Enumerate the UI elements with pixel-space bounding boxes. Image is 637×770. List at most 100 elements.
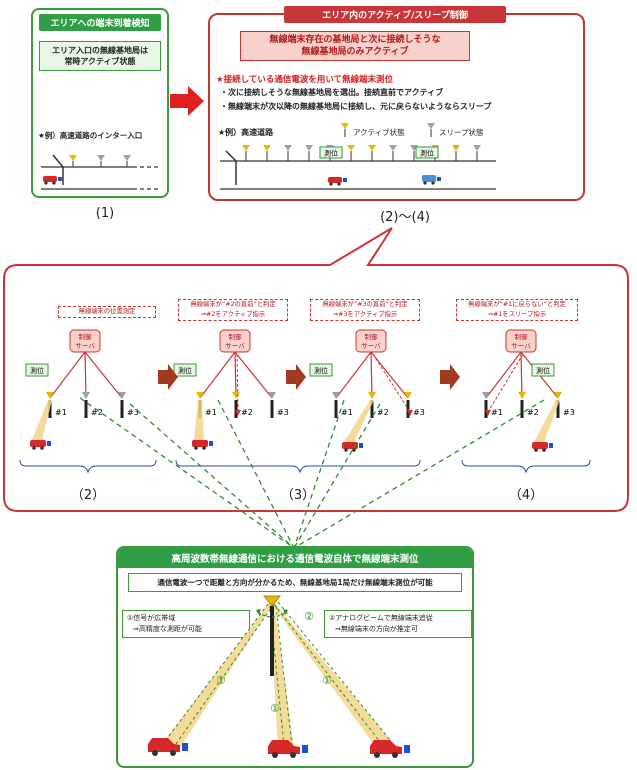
circled-1-center: ① [270, 702, 280, 715]
station-active-icon [347, 145, 355, 161]
access-point-label-3: #3 [127, 408, 139, 417]
bottom-subtitle: 通信電波一つで距離と方向が分かるため、無線基地局1局だけ無線端末測位が可能 [128, 573, 462, 592]
panel2-measure-label-1: 測位 [324, 149, 338, 158]
panel1-car-icon [43, 176, 62, 185]
bottom-right-line2: ⇒無線端末の方向が推定可 [335, 625, 418, 633]
bottom-beam-diagram: ① ① ① ② [148, 595, 410, 758]
command-arrowhead [407, 410, 413, 416]
panel1-road-diagram [41, 154, 159, 190]
measure-box [531, 363, 555, 377]
panel2-measure-box-2 [415, 146, 439, 159]
measure-label: 測位 [314, 366, 328, 375]
circled-2: ② [304, 610, 314, 623]
panel-positioning: 高周波数帯無線通信における通信電波自体で無線端末測位 通信電波一つで距離と方向が… [116, 546, 474, 768]
beam-steer-arc [257, 611, 287, 618]
control-server-label-2: サーバ [225, 342, 245, 350]
station-sleep-icon [389, 145, 397, 161]
station-active-icon [518, 392, 526, 399]
measure-box [173, 363, 197, 377]
panel2-bullet2: ・無線端末が次以降の無線基地局に接続し、元に戻らないようならスリープ [220, 102, 492, 111]
server-link-line [49, 351, 86, 399]
control-server-label-1: 制御 [365, 332, 379, 341]
car-icon [30, 440, 51, 450]
control-server-label-1: 制御 [229, 332, 243, 341]
steps-diagram: 制御サーバ#1#2#3測位制御サーバ#1#2#3測位制御サーバ#1#2#3測位制… [19, 329, 591, 474]
station-sleep-icon [82, 392, 90, 399]
car-icon [192, 440, 213, 450]
step-arrow-icon-1 [158, 364, 178, 390]
station-active-icon [263, 145, 271, 161]
station-active-icon [46, 392, 54, 399]
access-point-label-1: #1 [55, 408, 67, 417]
step4-note-line2: ⇒#1をスリープ指示 [487, 311, 547, 318]
server-link-line [84, 351, 87, 399]
panel1-note-line1: エリア入口の無線基地局は [52, 46, 148, 55]
bottom-antenna-icon [262, 595, 282, 607]
step3-note-line2: ⇒#3をアクティブ指示 [332, 311, 398, 318]
legend-active-icon [341, 123, 349, 137]
legend-active-label: アクティブ状態 [353, 128, 405, 137]
legend-sleep-icon [427, 123, 435, 137]
step-arrow-icon-2 [286, 364, 306, 390]
step2-note-line2: ⇒#2をアクティブ指示 [200, 311, 266, 318]
bottom-left-line2: ⇒高精度な測距が可能 [133, 625, 202, 633]
measure-label: 測位 [30, 366, 44, 375]
step-arrow-icon-3 [440, 364, 460, 390]
panel2-heading-line2: 無線基地局のみアクティブ [301, 47, 409, 57]
panel1-note-line2: 常時アクティブ状態 [64, 57, 136, 66]
server-link-line [485, 351, 522, 399]
circled-1-left: ① [216, 674, 226, 687]
brace-step3 [175, 459, 421, 474]
station-active-icon [196, 392, 204, 399]
step2-caption: （2） [70, 488, 106, 503]
panel2-bullet1: ・次に接続しそうな無線基地局を選出。接続直前でアクティブ [220, 88, 444, 97]
access-point-label-2: #2 [377, 408, 389, 417]
station-active-icon [232, 392, 240, 399]
station-active-icon [554, 392, 562, 399]
station-sleep-icon [332, 392, 340, 399]
access-point-label-3: #3 [563, 408, 575, 417]
panel2-star-line: ★接続している通信電波を用いて無線端末測位 [216, 75, 394, 85]
control-server-label-1: 制御 [79, 332, 93, 341]
step3-note: 無線端末が“#3の直前”と判定 ⇒#3をアクティブ指示 [310, 299, 420, 321]
panel1-station-sleep-2 [123, 155, 131, 167]
right-arrow-icon [170, 86, 204, 116]
server-link-line [199, 351, 236, 399]
bottom-right-line1: ②アナログビームで無線端末追従 [329, 614, 433, 622]
control-server-label-2: サーバ [511, 342, 531, 350]
beam-left [162, 602, 274, 748]
step1-note: 無線端末の位置測定 [58, 306, 156, 318]
station-active-icon [368, 145, 376, 161]
measure-box [25, 363, 49, 377]
panel2-car-blue-icon [422, 175, 441, 185]
bottom-right-note: ②アナログビームで無線端末追従 ⇒無線端末の方向が推定可 [324, 610, 472, 638]
access-point-label-1: #1 [341, 408, 353, 417]
server-link-line [520, 351, 523, 399]
measure-label: 測位 [178, 366, 192, 375]
panel-arrival-detection: エリアへの端末到着検知 エリア入口の無線基地局は 常時アクティブ状態 ★例）高速… [31, 8, 169, 198]
panel2-heading-line1: 無線端末存在の基地局と次に接続しそうな [269, 35, 441, 45]
station-sleep-icon [482, 392, 490, 399]
panel2-heading: 無線端末存在の基地局と次に接続しそうな 無線基地局のみアクティブ [240, 31, 470, 61]
station-sleep-icon [118, 392, 126, 399]
radio-beam [344, 400, 374, 442]
panel2-caption: (2)〜(4) [380, 210, 430, 225]
panel1-example: ★例）高速道路のインター入口 [38, 131, 143, 140]
car-icon [532, 442, 553, 452]
brace-step4 [461, 459, 591, 474]
step4-caption: （4） [508, 488, 544, 503]
station-sleep-icon [473, 145, 481, 161]
panel2-title: エリア内のアクティブ/スリープ制御 [284, 6, 506, 23]
legend-sleep-label: スリープ状態 [439, 128, 484, 137]
measure-box [309, 363, 333, 377]
panel2-highway-diagram: 測位 測位 [220, 145, 496, 190]
radio-beam [32, 400, 52, 440]
access-point-label-3: #3 [413, 408, 425, 417]
station-active-icon [452, 145, 460, 161]
measure-label: 測位 [536, 366, 550, 375]
access-point-label-1: #1 [491, 408, 503, 417]
station-sleep-icon [268, 392, 276, 399]
